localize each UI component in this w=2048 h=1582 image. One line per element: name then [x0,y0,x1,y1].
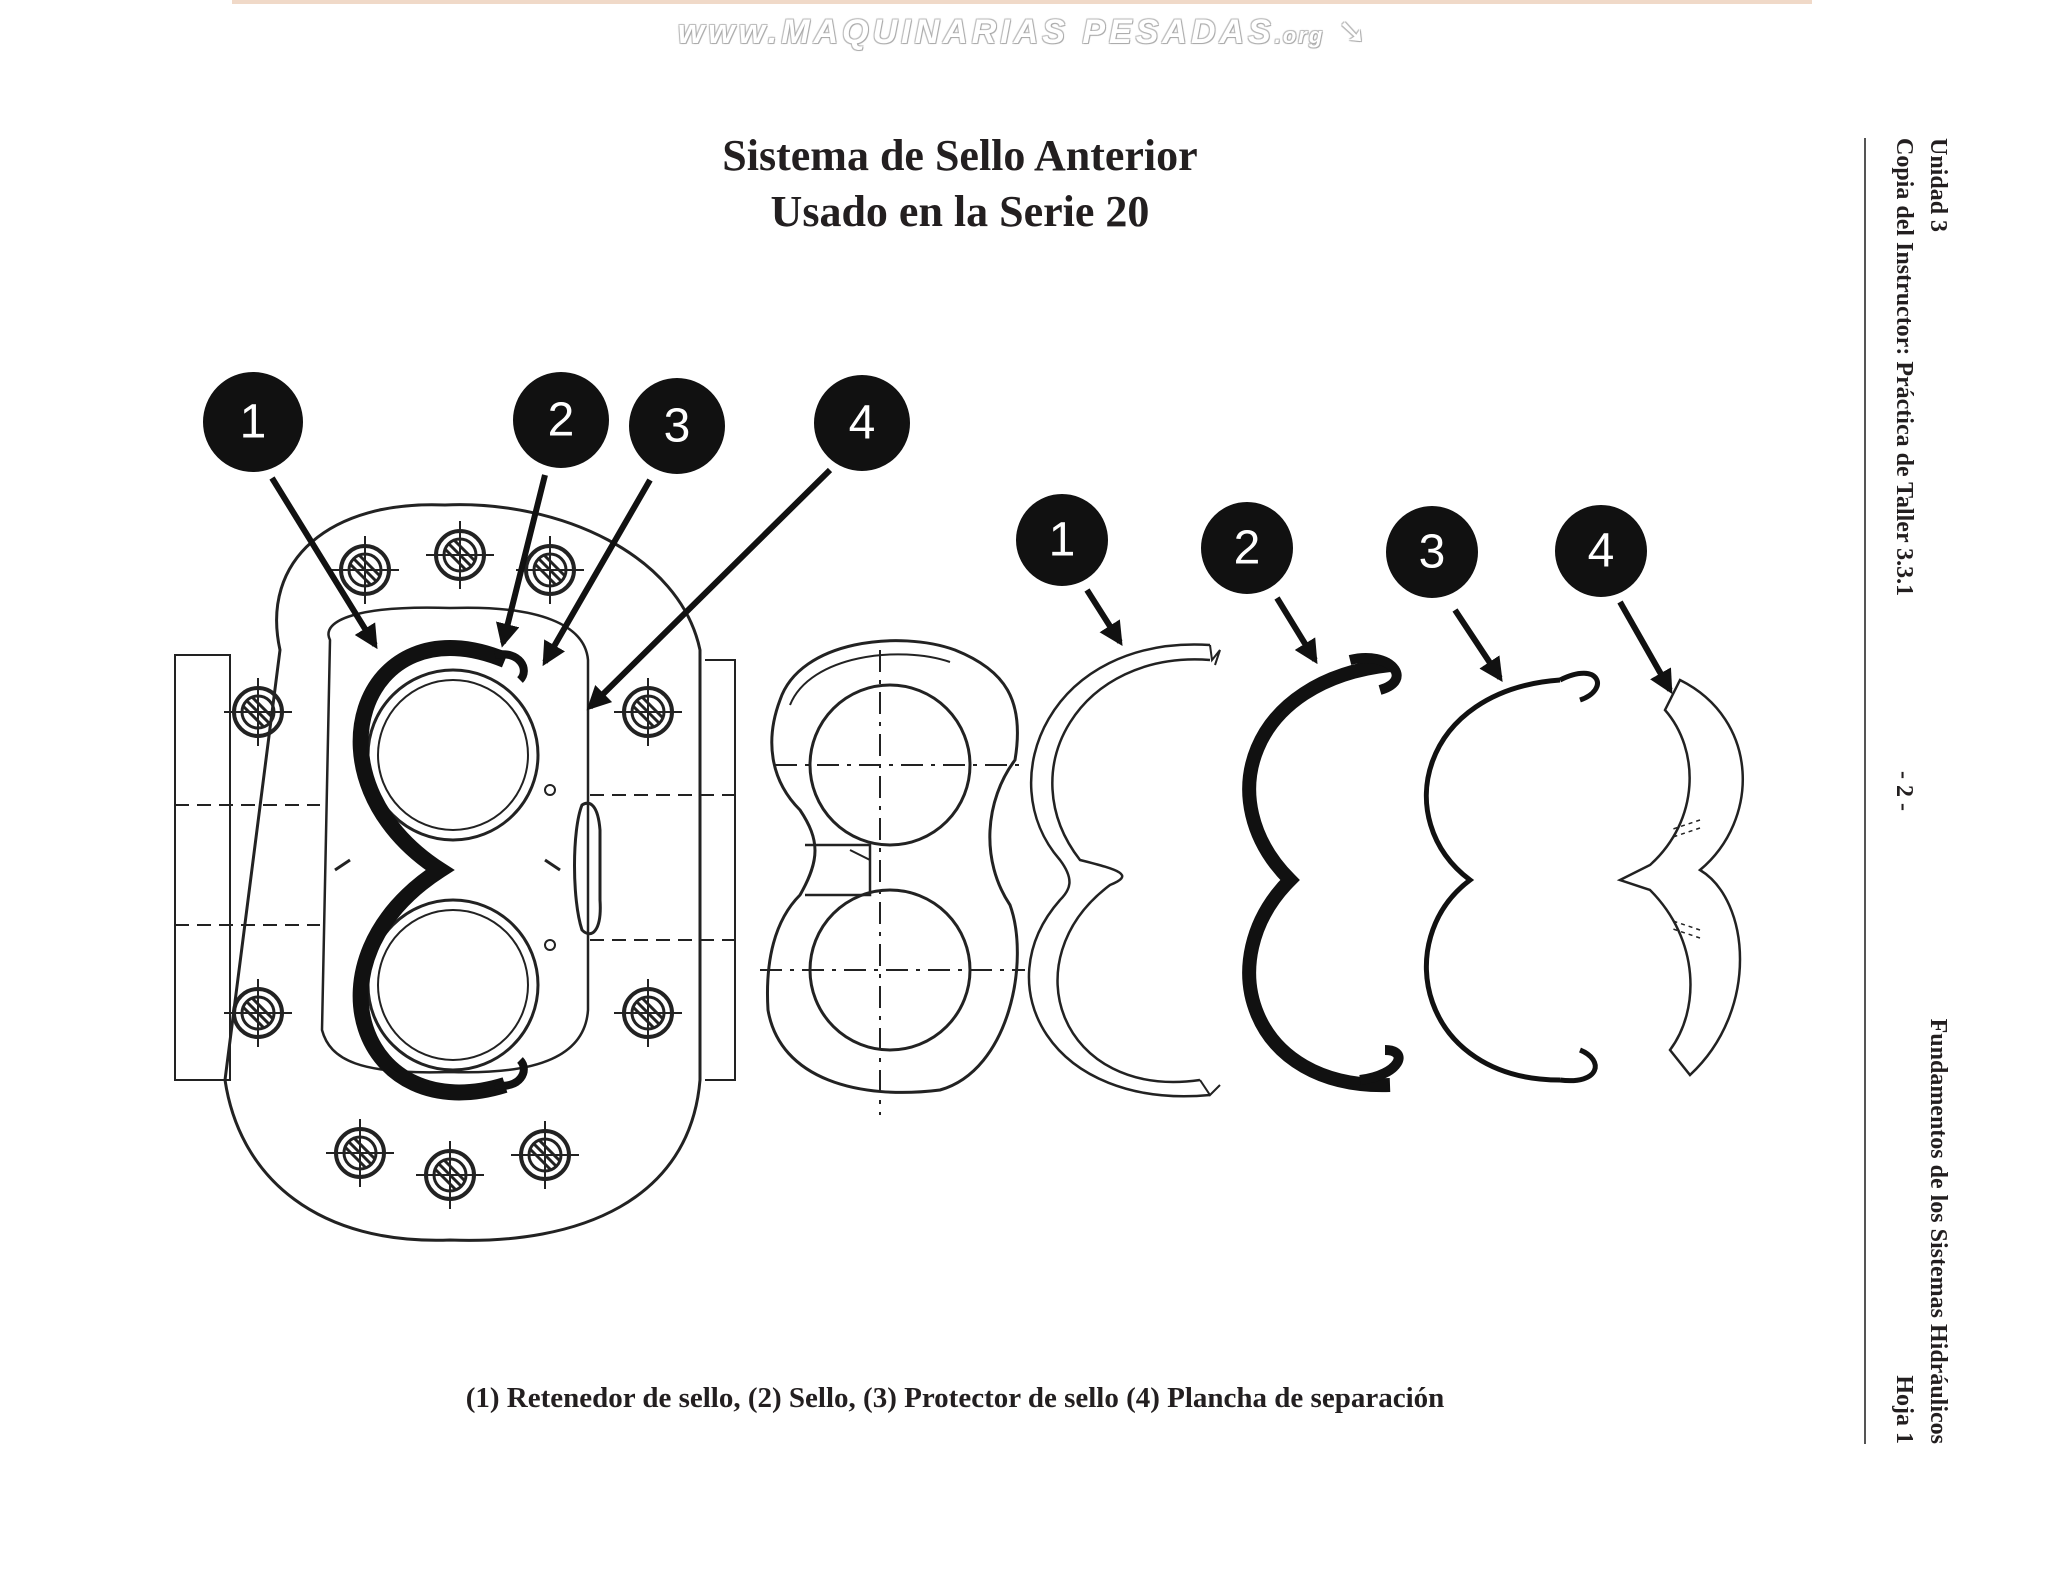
watermark-main: www.MAQUINARIAS PESADAS [677,13,1275,51]
svg-text:2: 2 [548,394,575,447]
svg-text:4: 4 [849,397,876,450]
svg-text:3: 3 [664,400,691,453]
watermark-suffix: .org [1274,23,1325,48]
sidebar-sheet: Hoja 1 [1891,1375,1917,1444]
figure-caption: (1) Retenedor de sello, (2) Sello, (3) P… [465,1382,1445,1414]
page-title: Sistema de Sello Anterior Usado en la Se… [560,128,1360,240]
svg-text:4: 4 [1588,525,1615,578]
leader-arrows [269,467,1673,711]
callout-3-part: 3 [1382,502,1482,602]
sidebar-course: Fundamentos de los Sistemas Hidráulicos [1925,1018,1951,1444]
cursor-icon: ➘ [1337,13,1371,51]
seal-drawing [1242,653,1404,1093]
watermark: www.MAQUINARIAS PESADAS.org ➘ [0,12,2048,52]
seal-protector-drawing [1423,670,1600,1084]
callout-4-assembly: 4 [810,371,914,475]
sidebar-page-number: - 2 - [1891,771,1917,811]
isolation-plate-drawing [1616,678,1745,1077]
callout-2-assembly: 2 [509,368,613,472]
callout-2-part: 2 [1197,498,1297,598]
callout-4-part: 4 [1551,501,1651,601]
svg-text:3: 3 [1419,526,1446,579]
pump-assembly-drawing [174,503,736,1242]
callout-1-part: 1 [1012,490,1112,590]
sidebar-header: Unidad 3 Fundamentos de los Sistemas Hid… [1880,138,1960,1444]
sidebar-unit: Unidad 3 [1925,138,1951,233]
svg-text:1: 1 [1049,514,1076,567]
top-rule [232,0,1812,4]
sidebar-rule [1864,138,1866,1444]
svg-text:2: 2 [1234,522,1261,575]
title-line-1: Sistema de Sello Anterior [722,131,1198,180]
seal-retainer-drawing [1027,643,1221,1098]
svg-text:1: 1 [240,396,267,449]
wear-plate-drawing [760,639,1025,1115]
callout-3-assembly: 3 [625,374,729,478]
title-line-2: Usado en la Serie 20 [770,187,1150,236]
callout-1-assembly: 1 [199,368,307,476]
